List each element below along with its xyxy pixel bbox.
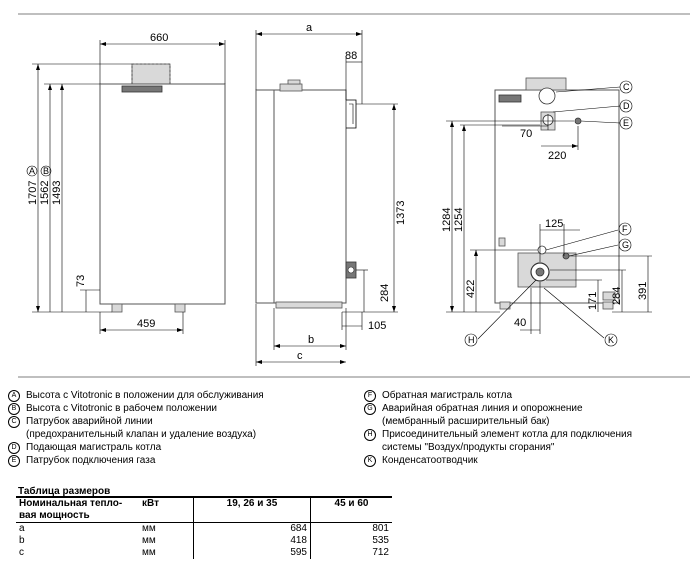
callout-K: K [608, 335, 614, 345]
legend-item-continuation: системы "Воздух/продукты сгорания" [382, 442, 555, 453]
dim-422: 422 [465, 280, 477, 298]
dimensions-table: Номинальная тепло-вая мощность кВт 19, 2… [16, 496, 392, 559]
table-row: a мм 684 801 [16, 522, 392, 535]
dim-88: 88 [345, 50, 357, 62]
dim-284: 284 [379, 284, 391, 302]
dim-1284: 1284 [441, 208, 453, 232]
vitotronic-service [131, 63, 171, 85]
legend-item-continuation: (предохранительный клапан и удаление воз… [26, 429, 257, 440]
svg-text:A: A [29, 166, 35, 176]
svg-text:B: B [43, 166, 49, 176]
header-label: Номинальная тепло-вая мощность [16, 496, 139, 523]
dim-284-rear: 284 [611, 287, 623, 305]
table-header-row: Номинальная тепло-вая мощность кВт 19, 2… [16, 496, 392, 523]
callout-A [26, 165, 38, 177]
dim-width-660: 660 [150, 32, 168, 44]
dim-1707: 1707 [27, 181, 39, 205]
dim-b: b [308, 334, 314, 346]
dim-220: 220 [548, 150, 566, 162]
dim-1562: 1562 [39, 181, 51, 205]
dim-125: 125 [545, 218, 563, 230]
callout-B [40, 165, 52, 177]
callout-H: H [468, 335, 475, 345]
callout-E: E [623, 118, 629, 128]
dim-391: 391 [637, 282, 649, 300]
dim-171: 171 [587, 292, 599, 310]
dim-1373: 1373 [395, 201, 407, 225]
callout-C: C [623, 82, 630, 92]
dim-1254: 1254 [453, 208, 465, 232]
callout-D: D [623, 101, 630, 111]
table-row: c мм 595 712 [16, 547, 392, 559]
control-panel [121, 85, 163, 93]
dim-c: c [297, 350, 303, 362]
header-col1: 19, 26 и 35 [193, 496, 311, 523]
technical-drawing: 660 1707 1562 1493 73 A B 459 [18, 13, 690, 378]
callout-F: F [622, 224, 628, 234]
header-unit: кВт [139, 496, 194, 523]
dim-40: 40 [514, 317, 526, 329]
dim-73: 73 [75, 275, 87, 287]
side-view: a 88 1373 284 105 b c [255, 22, 407, 366]
dim-105: 105 [368, 320, 386, 332]
boiler-body-side [273, 89, 347, 304]
legend-item-continuation: (мембранный расширительный бак) [382, 416, 550, 427]
front-view: 660 1707 1562 1493 73 A B 459 [26, 32, 226, 334]
header-col2: 45 и 60 [310, 496, 392, 523]
boiler-body-front [99, 83, 226, 305]
dim-1493: 1493 [51, 181, 63, 205]
table-row: b мм 418 535 [16, 535, 392, 547]
dim-70: 70 [520, 128, 532, 140]
callout-G: G [622, 240, 629, 250]
table-title: Таблица размеров [18, 486, 111, 497]
dim-a: a [306, 22, 313, 34]
dim-459: 459 [137, 318, 155, 330]
rear-view: C D E F G H K 70 220 1284 1254 125 42 [441, 77, 652, 347]
